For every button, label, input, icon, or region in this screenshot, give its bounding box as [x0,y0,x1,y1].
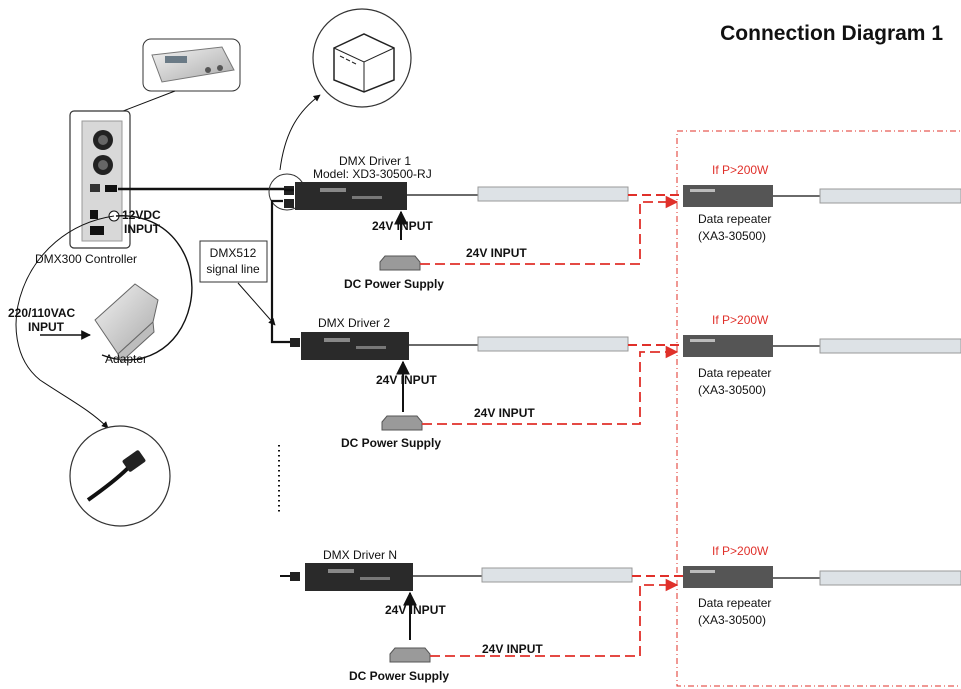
repeater-model: (XA3-30500) [698,383,766,397]
condition-label: If P>200W [712,313,769,327]
mains-input-label-1: 220/110VAC [8,306,75,320]
signal-line-box [199,240,268,283]
data-repeater-device [683,335,773,357]
led-strip [477,336,629,352]
power-supply-label: DC Power Supply [349,669,449,683]
signal-line-label-1: DMX512 [210,246,257,260]
power-adapter [94,283,159,363]
condition-label: If P>200W [712,544,769,558]
dmx-cable-chain [270,199,290,344]
driver-input-label: 24V INPUT [372,219,433,233]
dc-power-supply-device [379,255,421,271]
condition-label: If P>200W [712,163,769,177]
rj-connector-callout [312,8,412,108]
adapter-cable [101,215,193,361]
repeater-model: (XA3-30500) [698,229,766,243]
diagram-title: Connection Diagram 1 [720,22,943,45]
repeater-label: Data repeater [698,596,771,610]
dmx-driver-device [301,332,409,360]
led-strip-2 [819,188,961,204]
dmx-driver-device [295,182,407,210]
driver-model: Model: XD3-30500-RJ [313,167,432,181]
rj-pointer [279,94,321,171]
driver-input-label: 24V INPUT [385,603,446,617]
dc-power-supply-device [381,415,423,431]
dc-input-label-1: 12VDC [122,208,161,222]
led-strip [477,186,629,202]
photo-pointer [117,90,176,114]
signal-line-pointer [237,282,276,326]
dc-power-supply-device [389,647,431,663]
repeater-model: (XA3-30500) [698,613,766,627]
led-strip-2 [819,570,961,586]
plug-pointer [15,215,115,429]
repeater-label: Data repeater [698,212,771,226]
power-supply-label: DC Power Supply [344,277,444,291]
driver-row-1: DMX Driver 1 Model: XD3-30500-RJ 24V INP… [284,154,961,291]
led-strip [481,567,633,583]
repeater-zone [676,130,961,687]
data-repeater-device [683,185,773,207]
led-strip-2 [819,338,961,354]
power-supply-label: DC Power Supply [341,436,441,450]
repeater-label: Data repeater [698,366,771,380]
driver-row-n: DMX Driver N 24V INPUT 24V INPUT DC Powe… [280,544,961,683]
driver-label: DMX Driver 2 [318,316,390,330]
repeater-input-label: 24V INPUT [466,246,527,260]
dmx-driver-device [305,563,413,591]
dmx300-controller [69,110,131,249]
driver-label: DMX Driver 1 [339,154,411,168]
repeater-input-label: 24V INPUT [482,642,543,656]
driver-input-label: 24V INPUT [376,373,437,387]
adapter-label: Adapter [105,352,147,366]
driver-row-2: DMX Driver 2 24V INPUT 24V INPUT DC Powe… [290,313,961,450]
controller-label: DMX300 Controller [35,252,137,266]
rj45-port-icon [105,185,117,192]
data-repeater-device [683,566,773,588]
controller-photo [142,38,241,92]
plug-callout [69,425,171,527]
mains-input-label-2: INPUT [28,320,65,334]
dc-input-label-2: INPUT [124,222,161,236]
driver-label: DMX Driver N [323,548,397,562]
repeater-input-label: 24V INPUT [474,406,535,420]
signal-line-label-2: signal line [206,262,260,276]
